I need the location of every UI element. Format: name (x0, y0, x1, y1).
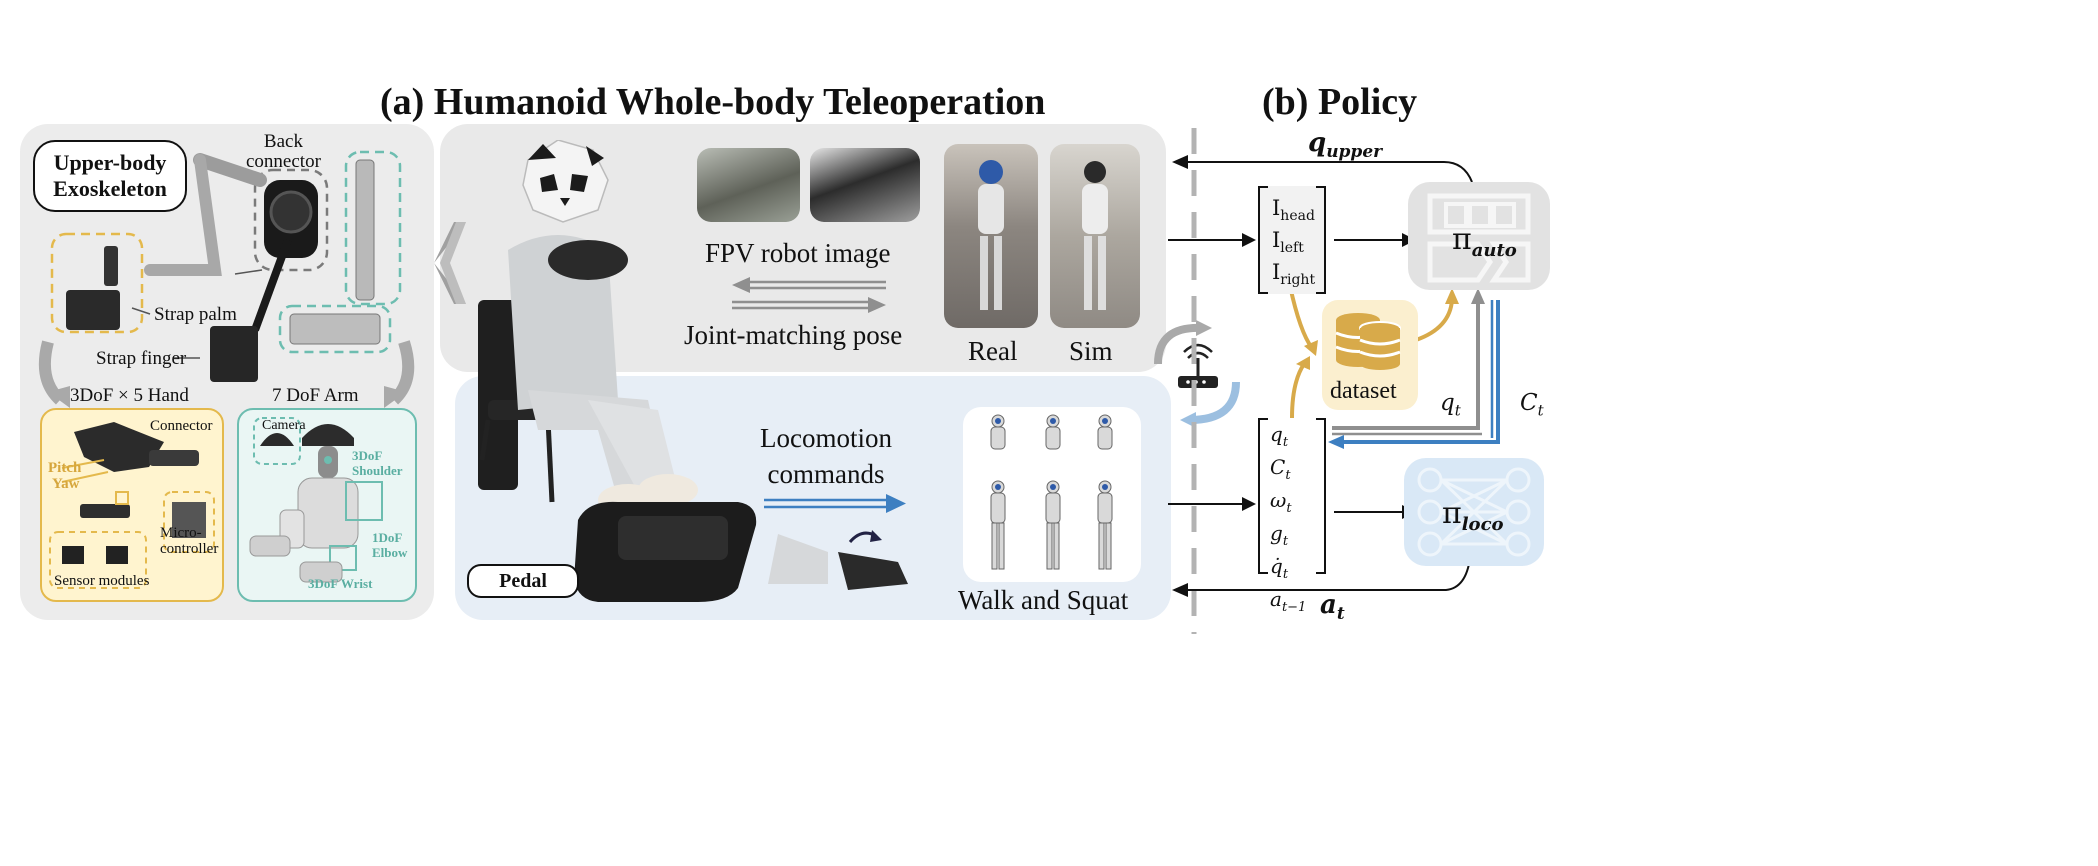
pi-auto-box: πauto (1408, 182, 1550, 290)
operator-illustration (478, 140, 757, 602)
micro-label: Micro- controller (160, 525, 219, 557)
back-connector-label: Back connector (246, 131, 321, 172)
fpv-image-right (810, 148, 920, 222)
pedal-tag: Pedal (467, 564, 579, 598)
sensor-label: Sensor modules (54, 573, 150, 589)
chevron-left-icon (434, 222, 466, 304)
strap-finger-label: Strap finger (96, 348, 187, 369)
a-t-label: at (1320, 590, 1345, 625)
i-left: Ileft (1272, 228, 1304, 257)
sim-label: Sim (1069, 336, 1113, 366)
neural-network-icon (1417, 467, 1531, 557)
pi-loco-label: πloco (1442, 496, 1504, 535)
pitch-label: Pitch (48, 460, 82, 476)
arm-title: 7 DoF Arm (272, 385, 359, 406)
q-upper-label: qupper (1308, 128, 1383, 163)
locomotion-label: Locomotion commands (760, 423, 892, 489)
wrist-label: 3DoF Wrist (308, 576, 373, 591)
observation-item: at−1 (1270, 587, 1307, 615)
title-policy: (b) Policy (1262, 81, 1418, 123)
walk-squat-card (963, 407, 1141, 582)
ct-label: Ct (1520, 390, 1544, 420)
hand-title: 3DoF × 5 Hand (70, 385, 189, 406)
dataset-label: dataset (1330, 378, 1397, 404)
real-label: Real (968, 336, 1018, 366)
real-robot-photo (944, 144, 1038, 328)
qt-label: qt (1440, 390, 1461, 420)
strap-palm-label: Strap palm (154, 304, 237, 325)
observation-item: Ct (1270, 455, 1291, 483)
observation-item: gt (1270, 521, 1289, 549)
fpv-double-arrows (732, 277, 886, 313)
connector-label: Connector (150, 418, 213, 434)
walk-squat-label: Walk and Squat (958, 585, 1129, 615)
camera-label: Camera (262, 418, 306, 433)
joint-matching-label: Joint-matching pose (684, 320, 903, 350)
observation-item: ωt (1270, 488, 1292, 516)
fpv-image-left (697, 148, 800, 222)
elbow-label: 1DoF Elbow (372, 530, 408, 560)
shoulder-label: 3DoF Shoulder (352, 448, 403, 478)
title-teleoperation: (a) Humanoid Whole-body Teleoperation (380, 81, 1046, 123)
arm-illustration (249, 417, 383, 583)
exoskeleton-illustration (50, 150, 402, 382)
pedal-illustration (768, 530, 908, 590)
observation-item: qt (1270, 422, 1289, 450)
database-icon (1335, 313, 1401, 370)
i-head: Ihead (1272, 196, 1315, 225)
yaw-label: Yaw (52, 476, 80, 492)
curved-arrows (38, 340, 415, 408)
sim-robot-photo (1050, 144, 1140, 328)
observation-item: q̇t (1270, 554, 1289, 582)
locomotion-double-arrow (764, 494, 906, 513)
fpv-label: FPV robot image (705, 238, 891, 268)
hand-illustration (49, 422, 215, 589)
exoskeleton-tag: Upper-body Exoskeleton (33, 140, 187, 212)
pi-loco-box: πloco (1404, 458, 1544, 566)
pi-auto-label: πauto (1452, 222, 1517, 261)
i-right: Iright (1272, 260, 1316, 289)
dataset-box: dataset (1322, 300, 1418, 410)
divider-line (1191, 128, 1197, 634)
image-input-box: Ihead Ileft Iright (1258, 186, 1326, 294)
